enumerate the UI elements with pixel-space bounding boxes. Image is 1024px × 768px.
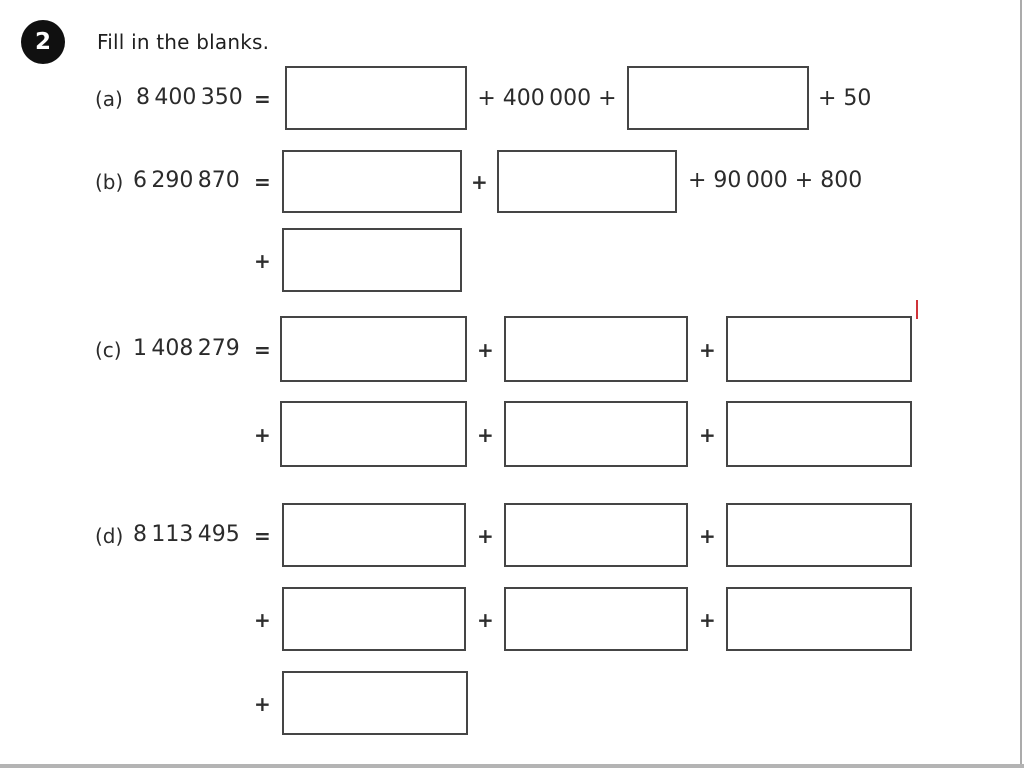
answer-box-b2[interactable] [497, 150, 677, 213]
answer-box-d6[interactable] [726, 587, 912, 651]
answer-box-c1[interactable] [280, 316, 467, 382]
question-number-badge: 2 [21, 20, 65, 64]
answer-box-c4[interactable] [280, 401, 467, 467]
page-edge-line [1020, 0, 1022, 768]
equals-sign: = [254, 87, 271, 111]
answer-box-d3[interactable] [726, 503, 912, 567]
problem-a-tail-text: + 50 [818, 86, 872, 111]
problem-a-mid-text: + 400 000 + [477, 86, 617, 111]
answer-box-c5[interactable] [504, 401, 688, 467]
plus-sign: + [477, 608, 494, 632]
answer-box-a1[interactable] [285, 66, 467, 130]
plus-sign: + [477, 423, 494, 447]
equals-sign: = [254, 170, 271, 194]
equals-sign: = [254, 338, 271, 362]
answer-box-b1[interactable] [282, 150, 462, 213]
plus-sign: + [254, 692, 271, 716]
problem-b-number: 6 290 870 [133, 168, 240, 193]
problem-b-label: (b) [95, 170, 124, 194]
equals-sign: = [254, 524, 271, 548]
plus-sign: + [699, 423, 716, 447]
problem-d-number: 8 113 495 [133, 522, 240, 547]
answer-box-d2[interactable] [504, 503, 688, 567]
problem-c-number: 1 408 279 [133, 336, 240, 361]
plus-sign: + [699, 524, 716, 548]
answer-box-c6[interactable] [726, 401, 912, 467]
answer-box-d4[interactable] [282, 587, 466, 651]
instruction-text: Fill in the blanks. [97, 30, 270, 54]
plus-sign: + [699, 608, 716, 632]
answer-box-d5[interactable] [504, 587, 688, 651]
plus-sign: + [477, 338, 494, 362]
answer-box-c3[interactable] [726, 316, 912, 382]
problem-a-number: 8 400 350 [136, 85, 243, 110]
page-bottom-rule [0, 764, 1024, 768]
plus-sign: + [477, 524, 494, 548]
red-caret-mark [916, 300, 918, 319]
problem-a-label: (a) [95, 87, 123, 111]
answer-box-b3[interactable] [282, 228, 462, 292]
problem-d-label: (d) [95, 524, 124, 548]
plus-sign: + [471, 170, 488, 194]
plus-sign: + [254, 249, 271, 273]
answer-box-d7[interactable] [282, 671, 468, 735]
plus-sign: + [254, 608, 271, 632]
question-number: 2 [34, 29, 51, 55]
problem-c-label: (c) [95, 338, 122, 362]
plus-sign: + [699, 338, 716, 362]
plus-sign: + [254, 423, 271, 447]
answer-box-c2[interactable] [504, 316, 688, 382]
answer-box-d1[interactable] [282, 503, 466, 567]
answer-box-a2[interactable] [627, 66, 809, 130]
problem-b-tail-text: + 90 000 + 800 [688, 168, 863, 193]
